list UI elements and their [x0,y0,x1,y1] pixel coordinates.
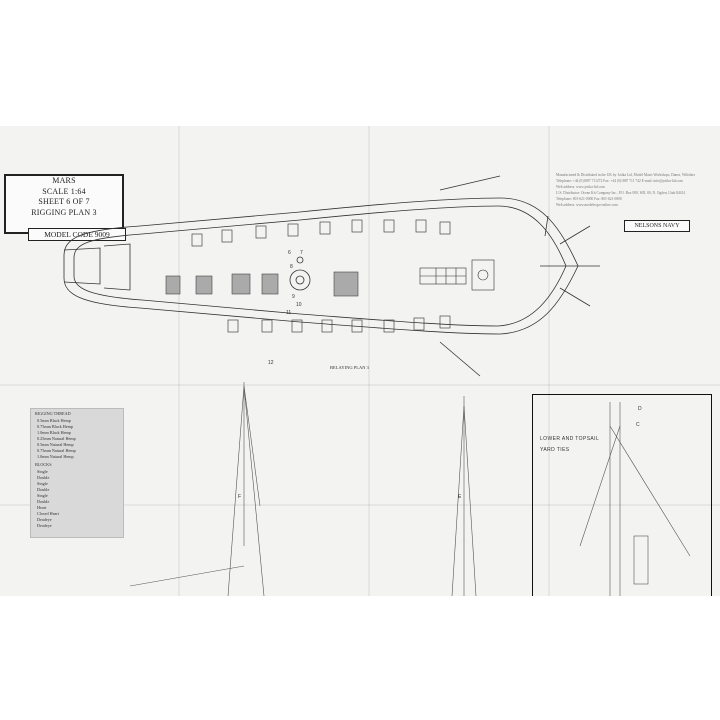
scale-label: SCALE 1:64 [42,186,86,196]
rigging-key: RIGGING THREAD 0.5mm Black Hemp 0.75mm B… [30,408,124,538]
mast-letter: E [458,494,462,500]
thread-item: 0.75mm Natural Hemp [37,448,76,453]
deck-number: 6 [288,250,291,256]
deck-number: 8 [290,264,293,270]
fold-line [368,126,370,596]
publisher-info: Manufactured & Distributed in the UK by … [556,172,702,208]
block-item: Double [37,499,50,504]
thread-item: 1.0mm Natural Hemp [37,454,74,459]
fold-line [548,126,550,596]
block-item: Single [37,469,48,474]
thread-item: 0.5mm Natural Hemp [37,442,74,447]
publisher-line: Telephone: 801-621-0000 Fax: 801-621-000… [556,197,622,201]
deck-plan-drawing: 6 7 8 9 10 11 12 F E D C [63,175,691,596]
publisher-line: Web address: www.modelexpo-online.com [556,203,618,207]
publisher-line: Telephone: +44 (0)1887 711272 Fax: +44 (… [556,179,683,183]
fold-line [178,126,180,596]
fold-line [0,384,720,386]
thread-item: 0.25mm Natural Hemp [37,436,76,441]
block-item: Single [37,493,48,498]
publisher-line: U.S. Distributor: Ocean Kit Company Inc.… [556,191,686,195]
thread-item: 0.5mm Black Hemp [37,418,71,423]
blocks-heading: BLOCKS [35,462,52,467]
rigging-lines [129,382,691,596]
block-item: Single [37,481,48,486]
fold-line [0,504,720,506]
deck-number: 9 [292,294,295,300]
publisher-line: Manufactured & Distributed in the UK by … [556,173,696,177]
yard-ties-line: YARD TIES [540,447,570,453]
block-item: Closed Heart [37,511,59,516]
rigging-plan-sheet: MARS SCALE 1:64 SHEET 6 OF 7 RIGGING PLA… [0,126,720,596]
rigging-thread-heading: RIGGING THREAD [35,411,71,416]
yard-ties-detail-box [532,394,712,596]
thread-item: 0.75mm Black Hemp [37,424,73,429]
yard-ties-label: LOWER AND TOPSAIL YARD TIES [540,434,599,456]
deck-numbers: 6 7 8 9 10 11 12 [268,250,303,366]
block-item: Heart [37,505,47,510]
deck-number: 10 [296,302,302,308]
publisher-logo-box: NELSONS NAVY [624,220,690,232]
mast-letters: F E D C [238,406,642,500]
deck-number: 7 [300,250,303,256]
forecastle [419,259,495,291]
mast-letter: F [238,494,241,500]
hull-outline [63,175,600,377]
thread-item: 1.0mm Black Hemp [37,430,71,435]
mast-letter: D [638,406,642,412]
yard-ties-line: LOWER AND TOPSAIL [540,436,600,442]
block-item: Double [37,487,50,492]
deck-number: 11 [286,310,291,316]
capstan [289,256,311,291]
block-item: Double [37,475,50,480]
mast-letter: C [636,422,640,428]
hatch-gratings [165,271,359,297]
model-code: MODEL CODE 9009 [28,228,126,241]
belaying-plan-label: BELAYING PLAN 3 [330,365,369,370]
sheet-number: SHEET 6 OF 7 [38,197,90,206]
plan-title: RIGGING PLAN 3 [31,207,97,217]
gun-row-bottom [227,315,451,333]
gun-row-top [191,219,451,247]
deck-number: 12 [268,360,274,366]
block-item: Deadeye [37,517,52,522]
publisher-line: Web address: www.jotika-ltd.com [556,185,605,189]
block-item: Deadeye [37,523,52,528]
ship-name: MARS [52,176,76,185]
